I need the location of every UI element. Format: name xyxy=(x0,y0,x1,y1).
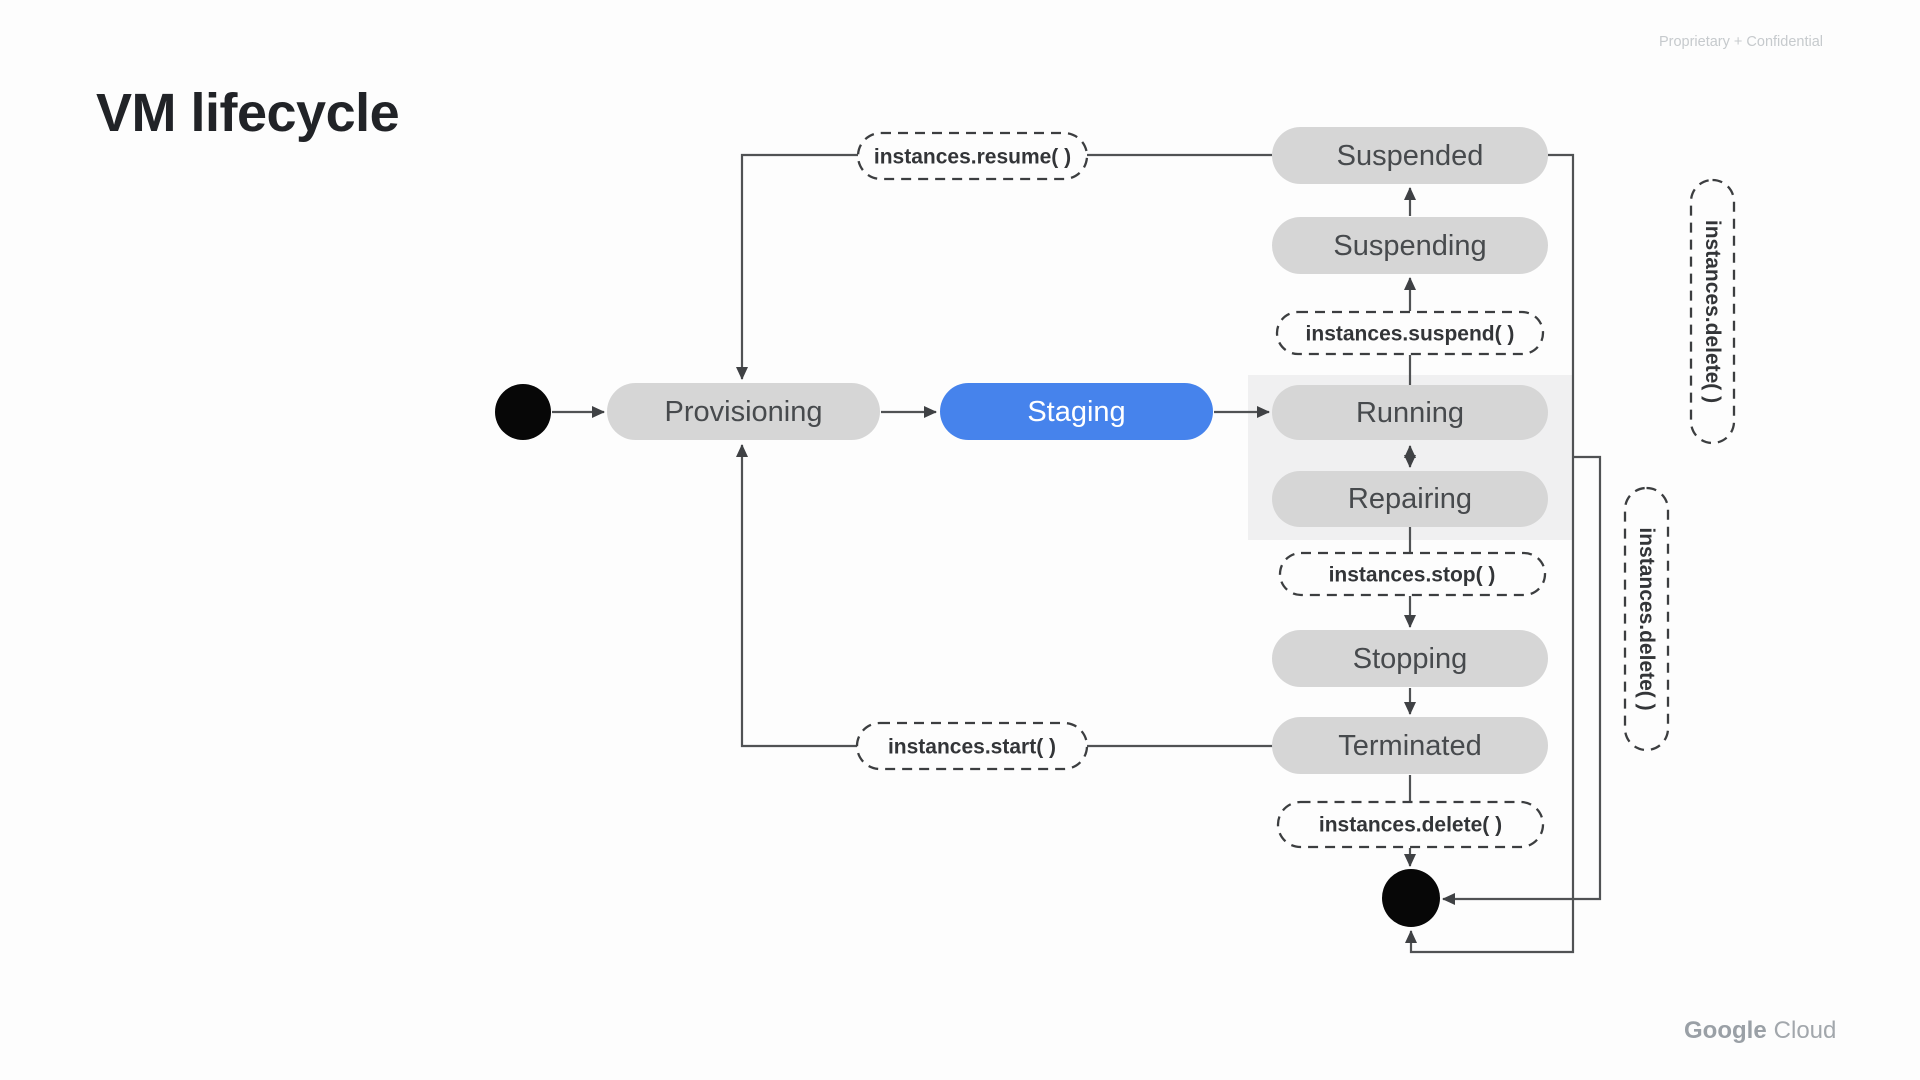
action-pill-resume xyxy=(856,131,1089,181)
state-pill-suspended xyxy=(1272,127,1548,184)
action-label-resume: instances.resume( ) xyxy=(874,146,1071,169)
action-pill-suspend xyxy=(1275,310,1545,356)
action-pill-delete xyxy=(1276,800,1545,849)
state-label-suspended: Suspended xyxy=(1337,140,1484,172)
brand-cloud: Cloud xyxy=(1774,1017,1837,1044)
action-label-stop: instances.stop( ) xyxy=(1329,564,1496,587)
slide-title: VM lifecycle xyxy=(96,83,399,143)
edge-resume-to-provisioning xyxy=(736,153,858,380)
action-label-delete: instances.delete( ) xyxy=(1319,814,1502,837)
state-label-terminated: Terminated xyxy=(1338,730,1481,762)
action-label-delete-running: instances.delete( ) xyxy=(1635,527,1658,710)
edge-start-to-provisioning xyxy=(736,444,857,748)
state-pill-terminated xyxy=(1272,717,1548,774)
state-pill-staging xyxy=(940,383,1213,440)
state-label-stopping: Stopping xyxy=(1353,643,1468,675)
confidentiality-label: Proprietary + Confidential xyxy=(1659,34,1823,50)
edge-suspended-to-final xyxy=(1405,153,1575,954)
edge-running-group-to-final xyxy=(1442,455,1602,905)
brand-google: Google xyxy=(1684,1017,1767,1044)
brand-logo: Google Cloud xyxy=(1684,1017,1836,1044)
state-label-staging: Staging xyxy=(1027,396,1125,428)
state-pill-stopping xyxy=(1272,630,1548,687)
action-pill-stop xyxy=(1278,551,1547,597)
state-label-suspending: Suspending xyxy=(1333,230,1486,262)
state-pill-suspending xyxy=(1272,217,1548,274)
state-pill-running xyxy=(1272,385,1548,440)
initial-state-dot xyxy=(495,384,551,440)
state-label-repairing: Repairing xyxy=(1348,483,1472,515)
action-pill-start xyxy=(855,721,1089,771)
action-label-suspend: instances.suspend( ) xyxy=(1306,323,1515,346)
action-label-delete-suspended: instances.delete( ) xyxy=(1701,220,1724,403)
state-label-provisioning: Provisioning xyxy=(665,396,823,428)
action-pill-delete-suspended xyxy=(1689,178,1736,445)
state-label-running: Running xyxy=(1356,397,1464,429)
action-label-start: instances.start( ) xyxy=(888,736,1056,759)
state-pill-repairing xyxy=(1272,471,1548,527)
action-pill-delete-running xyxy=(1623,486,1670,752)
state-pill-provisioning xyxy=(607,383,880,440)
final-state-dot xyxy=(1382,869,1440,927)
